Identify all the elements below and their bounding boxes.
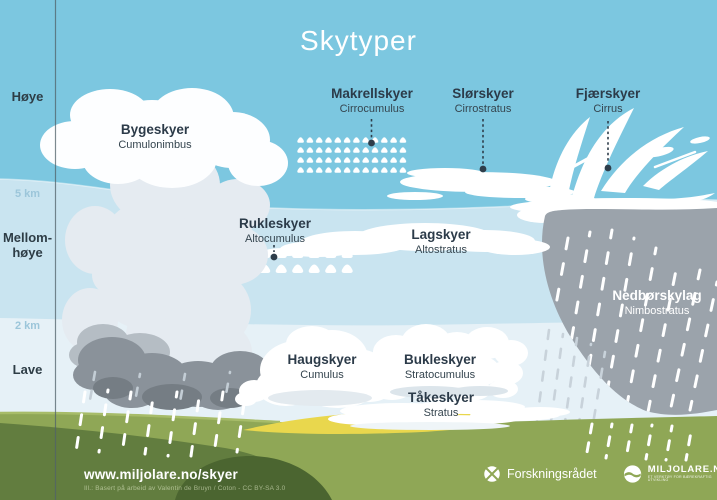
label-nedborskylag: Nedbørskylag Nimbostratus — [612, 288, 702, 318]
cloud-name: Tåkeskyer — [407, 390, 475, 405]
hill-crest-highlight — [0, 411, 281, 424]
miljolare-icon — [623, 465, 641, 483]
miljolare-tagline: ET VERKTØY FOR BÆREKRAFTIG UTVIKLING — [647, 474, 712, 483]
cloud-name: Bygeskyer — [120, 122, 190, 137]
cloud-latin: Cirrostratus — [454, 102, 512, 115]
label-makrellskyer: Makrellskyer Cirrocumulus — [331, 86, 413, 116]
cloud-latin: Cumulus — [300, 368, 344, 381]
cloud-latin: Cirrocumulus — [339, 102, 405, 115]
miljolare-logo: MILJOLARE.NO ET VERKTØY FOR BÆREKRAFTIG … — [623, 464, 717, 484]
cloud-cirrocumulus-pattern — [296, 136, 408, 176]
cloud-cumulus — [235, 326, 392, 408]
altitude-band-hoye: Høye — [11, 89, 44, 104]
cloud-name: Haugskyer — [287, 352, 357, 367]
label-takeskyer: Tåkeskyer Stratus — [407, 390, 475, 420]
website-url: www.miljolare.no/skyer — [84, 467, 238, 482]
page-title: Skytyper — [300, 25, 417, 56]
label-bygeskyer: Bygeskyer Cumulonimbus — [118, 122, 192, 152]
cloud-name: Slørskyer — [452, 86, 514, 101]
cloud-latin: Nimbostratus — [624, 304, 690, 317]
miljolare-label: MILJOLARE.NO — [647, 464, 717, 476]
hill-darkest-blob — [175, 456, 332, 500]
cloud-stratocumulus — [372, 324, 528, 401]
cloud-name: Fjærskyer — [575, 86, 641, 101]
altitude-band-mellom: Mellom-høye — [2, 230, 53, 260]
forskningsradet-logo: Forskningsrådet — [483, 465, 597, 483]
cloud-nimbostratus — [510, 198, 717, 426]
cloud-name: Makrellskyer — [331, 86, 413, 101]
altitude-band-lave: Lave — [12, 362, 43, 377]
altitude-marker-2km: 2 km — [14, 320, 41, 332]
cloud-latin: Altocumulus — [245, 232, 305, 245]
rain-cumulonimbus — [74, 388, 248, 458]
attribution-text: Ill.: Basert på arbeid av Valentin de Br… — [84, 485, 286, 492]
forskningsradet-icon — [484, 466, 500, 482]
cloud-name: Lagskyer — [411, 227, 471, 242]
cloud-latin: Cirrus — [593, 102, 623, 115]
cloud-stratus — [328, 400, 570, 430]
cloud-latin: Altostratus — [415, 243, 467, 256]
label-bukleskyer: Bukleskyer Stratocumulus — [403, 352, 477, 382]
label-rukleskyer: Rukleskyer Altocumulus — [238, 216, 312, 246]
cloud-name: Bukleskyer — [403, 352, 477, 367]
pointer-dots — [270, 139, 612, 261]
rain-cumulonimbus-pale — [88, 370, 232, 404]
rain-nimbostratus-ground — [584, 422, 694, 462]
altitude-marker-5km: 5 km — [14, 188, 41, 200]
cloud-latin: Stratus — [423, 406, 459, 419]
cloud-name: Rukleskyer — [238, 216, 312, 231]
forskningsradet-label: Forskningsrådet — [507, 467, 597, 481]
cloud-name: Nedbørskylag — [612, 288, 702, 303]
label-pointers — [273, 119, 609, 252]
label-fjarskyer: Fjærskyer Cirrus — [575, 86, 641, 116]
label-slorskyer: Slørskyer Cirrostratus — [452, 86, 514, 116]
label-haugskyer: Haugskyer Cumulus — [287, 352, 357, 382]
label-lagskyer: Lagskyer Altostratus — [411, 227, 471, 257]
footer-logos: Forskningsrådet MILJOLARE.NO ET VERKTØY … — [483, 464, 717, 484]
cloud-latin: Cumulonimbus — [118, 138, 192, 151]
cloud-latin: Stratocumulus — [404, 368, 476, 381]
rain-below-nimbostratus — [535, 328, 607, 426]
